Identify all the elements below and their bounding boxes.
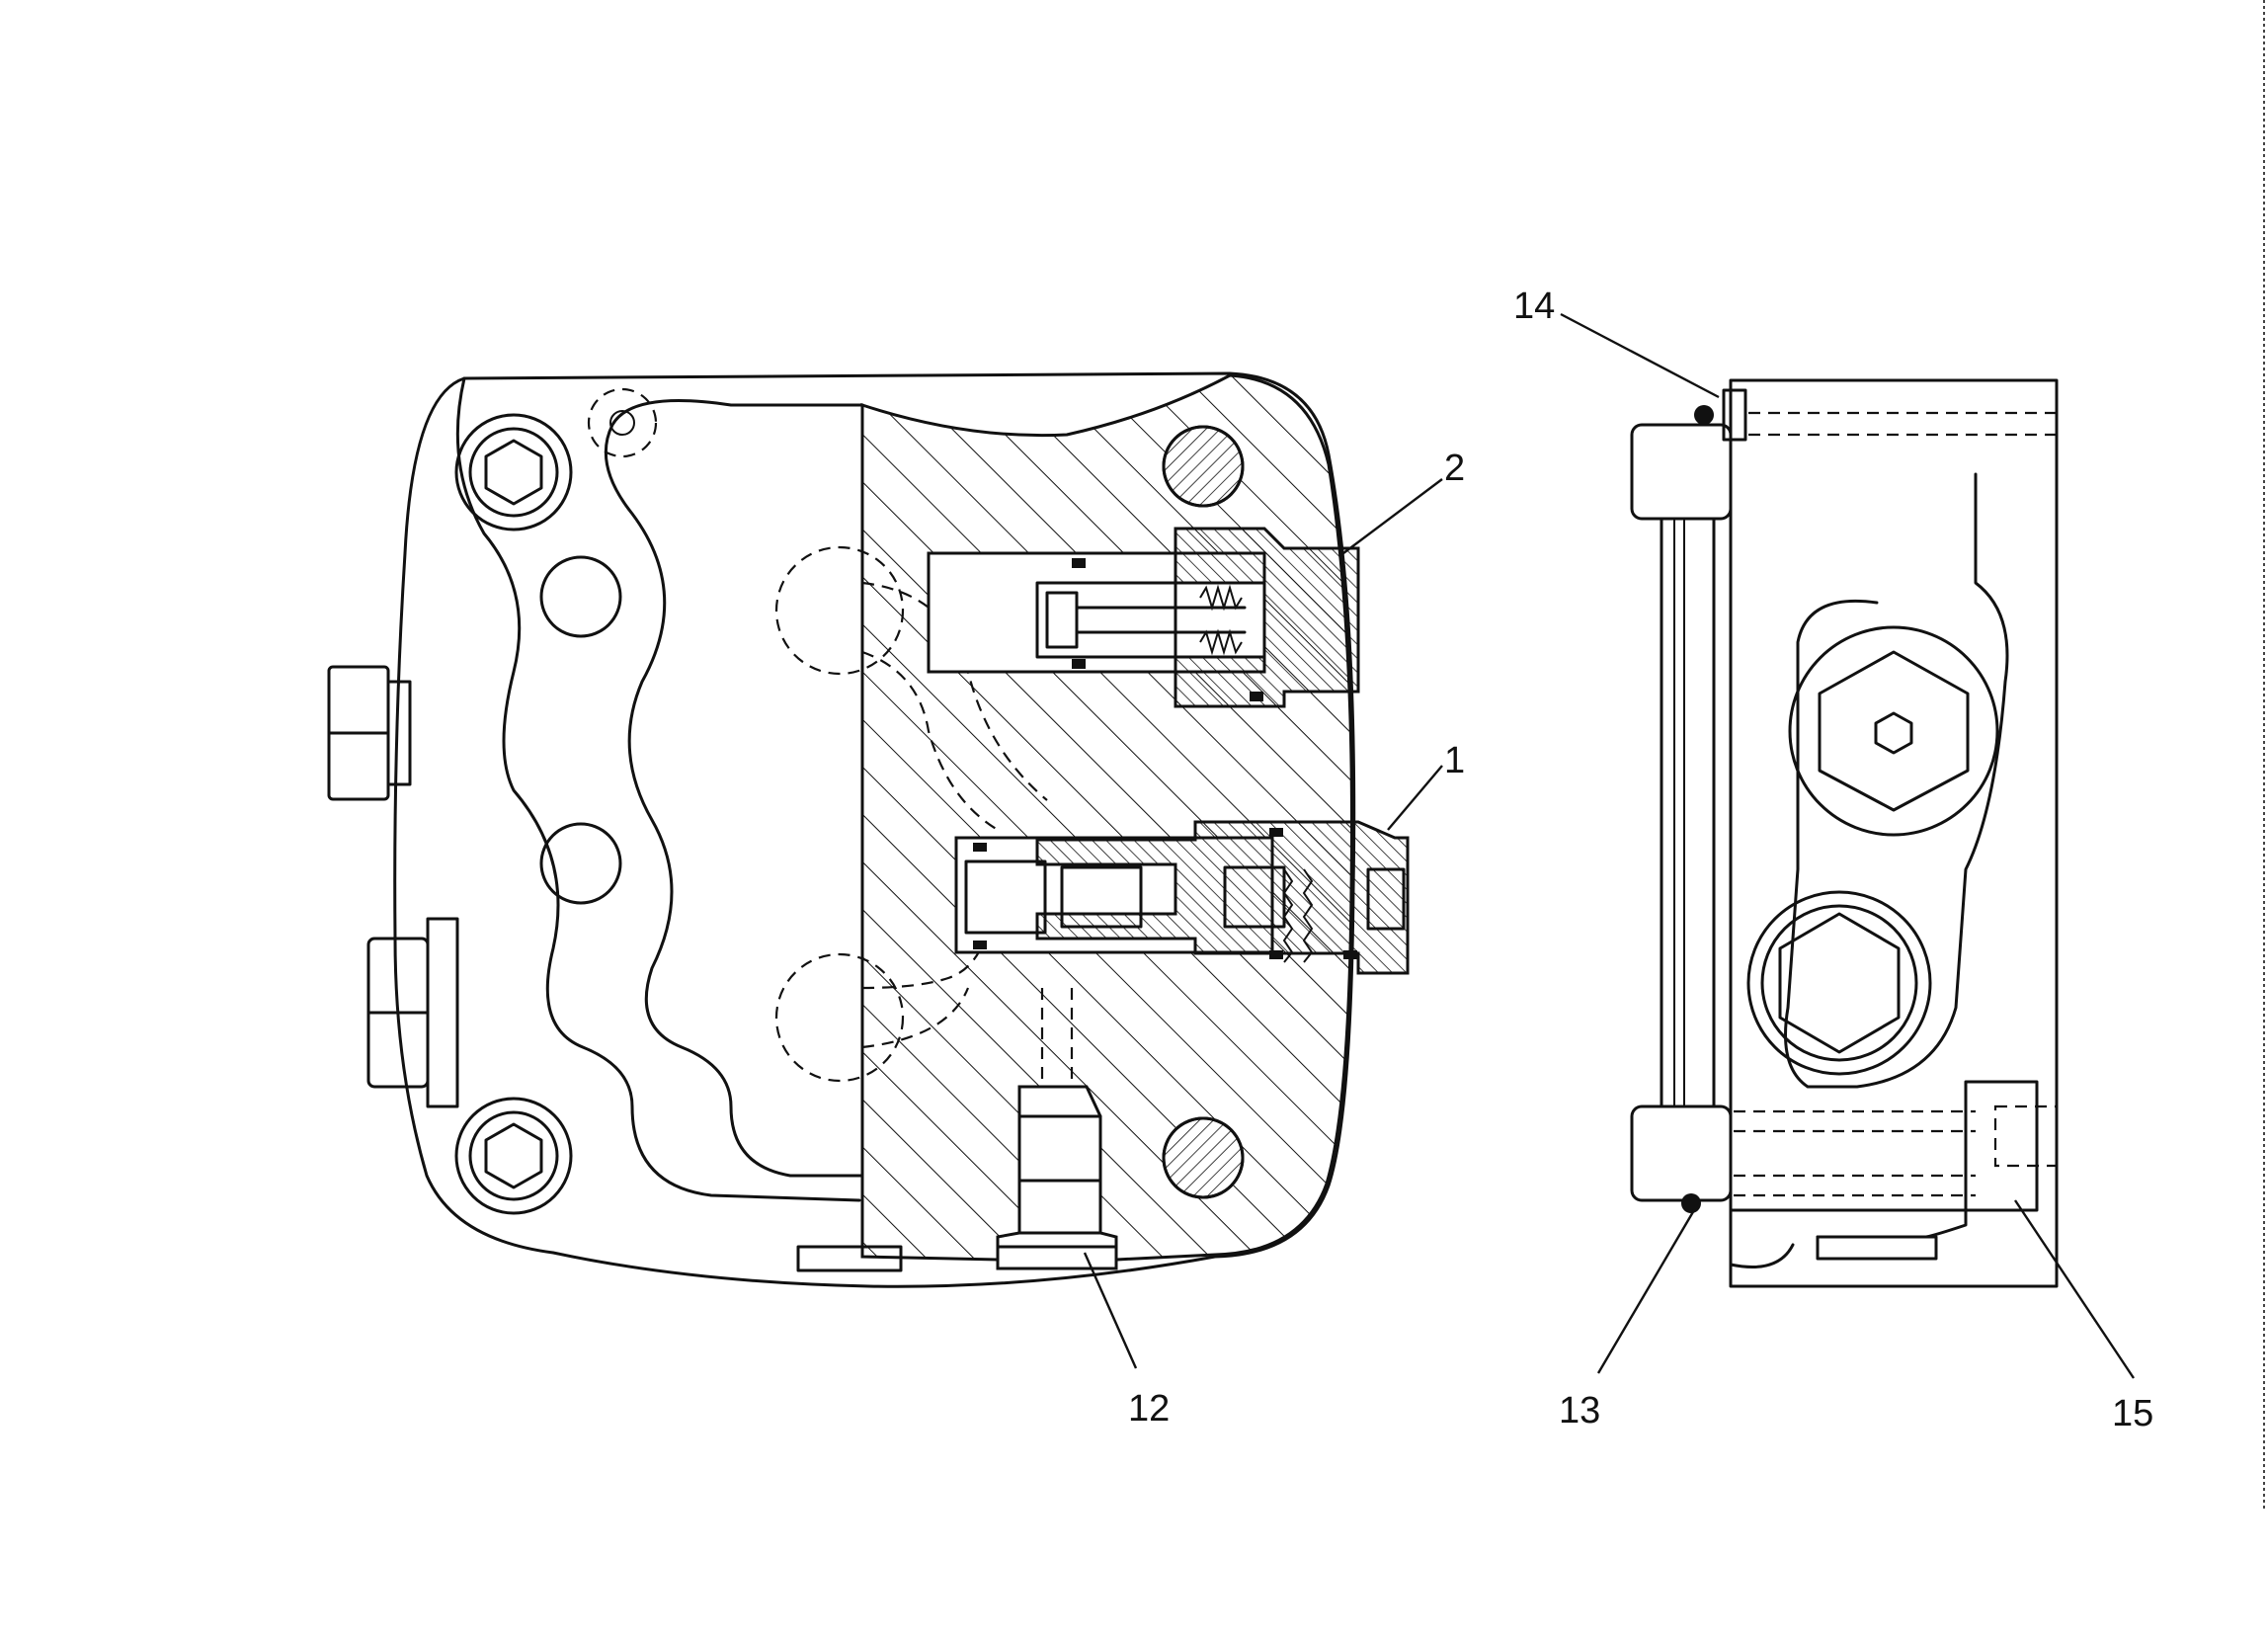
front-body-inner-contour xyxy=(604,399,864,1178)
callout-1: 1 xyxy=(1444,740,1465,781)
plug-12 xyxy=(996,1085,1118,1270)
relief-valve-1 xyxy=(954,820,1410,975)
callout-12: 12 xyxy=(1128,1388,1170,1430)
bolt-bottom-left xyxy=(454,1097,573,1215)
front-section-hatch xyxy=(860,373,1354,1262)
side-body xyxy=(1729,378,2059,1288)
side-bolt-upper xyxy=(1788,625,1999,837)
section-bolt-top xyxy=(1162,425,1245,508)
front-body-outline xyxy=(393,371,1356,1288)
callout-14: 14 xyxy=(1513,286,1555,327)
callout-13: 13 xyxy=(1559,1390,1600,1432)
callout-2: 2 xyxy=(1444,448,1465,489)
hole-middle xyxy=(539,822,622,905)
bolt-top-left xyxy=(454,413,573,532)
hole-upper xyxy=(539,555,622,638)
leader-lines xyxy=(1083,312,2135,1379)
callout-15: 15 xyxy=(2112,1393,2153,1434)
front-body-left-contour xyxy=(455,376,861,1202)
left-fitting-lower xyxy=(366,917,459,1108)
left-fitting-upper xyxy=(327,665,412,801)
callout-labels: 1 2 12 13 14 15 xyxy=(1128,286,2153,1434)
front-view xyxy=(327,371,1410,1288)
side-view xyxy=(1630,378,2059,1288)
relief-valve-2 xyxy=(927,527,1360,708)
side-bolt-lower xyxy=(1746,890,1932,1076)
section-bolt-bottom xyxy=(1162,1116,1245,1199)
